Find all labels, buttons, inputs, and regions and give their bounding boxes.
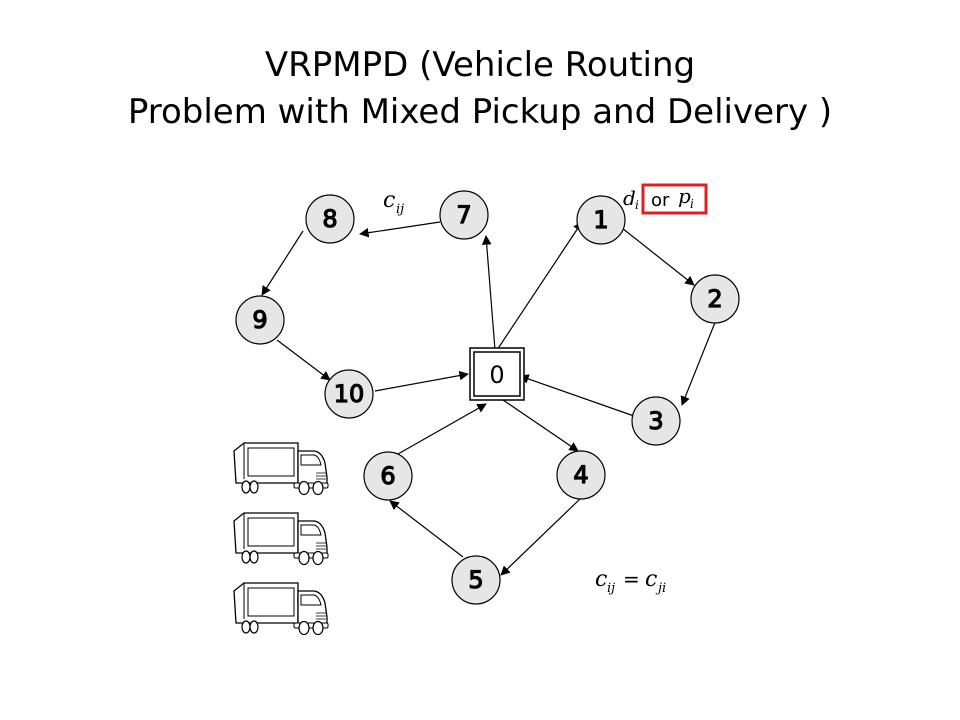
svg-text:ij: ij — [607, 581, 615, 596]
demand-pickup-label: d i or p i — [623, 183, 708, 215]
edges — [261, 221, 717, 576]
fleet — [233, 442, 329, 636]
node-7: 7 — [439, 190, 489, 240]
edge-0-4 — [502, 399, 579, 452]
svg-text:3: 3 — [648, 407, 663, 435]
edge-9-10 — [276, 339, 331, 381]
svg-text:6: 6 — [380, 462, 395, 490]
symmetry-equation: c ij = c ji — [595, 567, 666, 596]
customer-nodes: 1 2 3 4 5 6 7 8 9 10 — [235, 190, 740, 605]
svg-text:9: 9 — [252, 306, 267, 334]
svg-text:1: 1 — [593, 206, 608, 234]
node-5: 5 — [451, 555, 501, 605]
depot-label: 0 — [489, 361, 504, 389]
svg-text:7: 7 — [456, 201, 471, 229]
edge-2-3 — [680, 319, 717, 406]
svg-text:5: 5 — [468, 566, 483, 594]
svg-text:i: i — [635, 198, 639, 212]
svg-text:2: 2 — [707, 285, 722, 313]
svg-text:ji: ji — [655, 581, 666, 596]
depot-node: 0 — [469, 347, 525, 401]
node-3: 3 — [631, 396, 681, 446]
cost-label: c ij — [383, 188, 404, 217]
svg-text:p: p — [678, 184, 691, 208]
edge-0-7 — [481, 235, 496, 351]
edge-7-8 — [359, 221, 441, 238]
truck-icon — [233, 512, 329, 566]
node-2: 2 — [690, 274, 740, 324]
title-line-1: VRPMPD (Vehicle Routing — [264, 45, 696, 85]
svg-text:or: or — [651, 190, 670, 211]
title-line-2: Problem with Mixed Pickup and Delivery ) — [127, 92, 833, 132]
edge-5-6 — [389, 500, 464, 558]
truck-icon — [233, 442, 329, 496]
node-10: 10 — [324, 369, 374, 419]
svg-text:8: 8 — [322, 205, 337, 233]
edge-10-0 — [374, 370, 469, 392]
edge-0-1 — [496, 221, 583, 351]
node-6: 6 — [363, 451, 413, 501]
svg-text:10: 10 — [334, 380, 365, 408]
edge-6-0 — [397, 403, 487, 455]
node-9: 9 — [235, 295, 285, 345]
edge-3-0 — [519, 374, 635, 417]
svg-text:d: d — [623, 186, 636, 210]
highlight-box — [641, 183, 708, 215]
edge-1-2 — [621, 227, 695, 286]
svg-text:ij: ij — [396, 202, 404, 217]
svg-text:=: = — [623, 567, 640, 591]
svg-text:4: 4 — [573, 461, 588, 489]
edge-4-5 — [500, 497, 582, 576]
svg-text:i: i — [690, 197, 694, 211]
svg-text:c: c — [645, 567, 657, 592]
svg-text:c: c — [595, 567, 607, 592]
svg-text:c: c — [383, 188, 395, 213]
node-8: 8 — [305, 194, 355, 244]
truck-icon — [233, 582, 329, 636]
edge-8-9 — [261, 230, 304, 296]
node-1: 1 — [576, 195, 626, 245]
node-4: 4 — [556, 450, 606, 500]
page-title: VRPMPD (Vehicle Routing Problem with Mix… — [0, 42, 960, 136]
